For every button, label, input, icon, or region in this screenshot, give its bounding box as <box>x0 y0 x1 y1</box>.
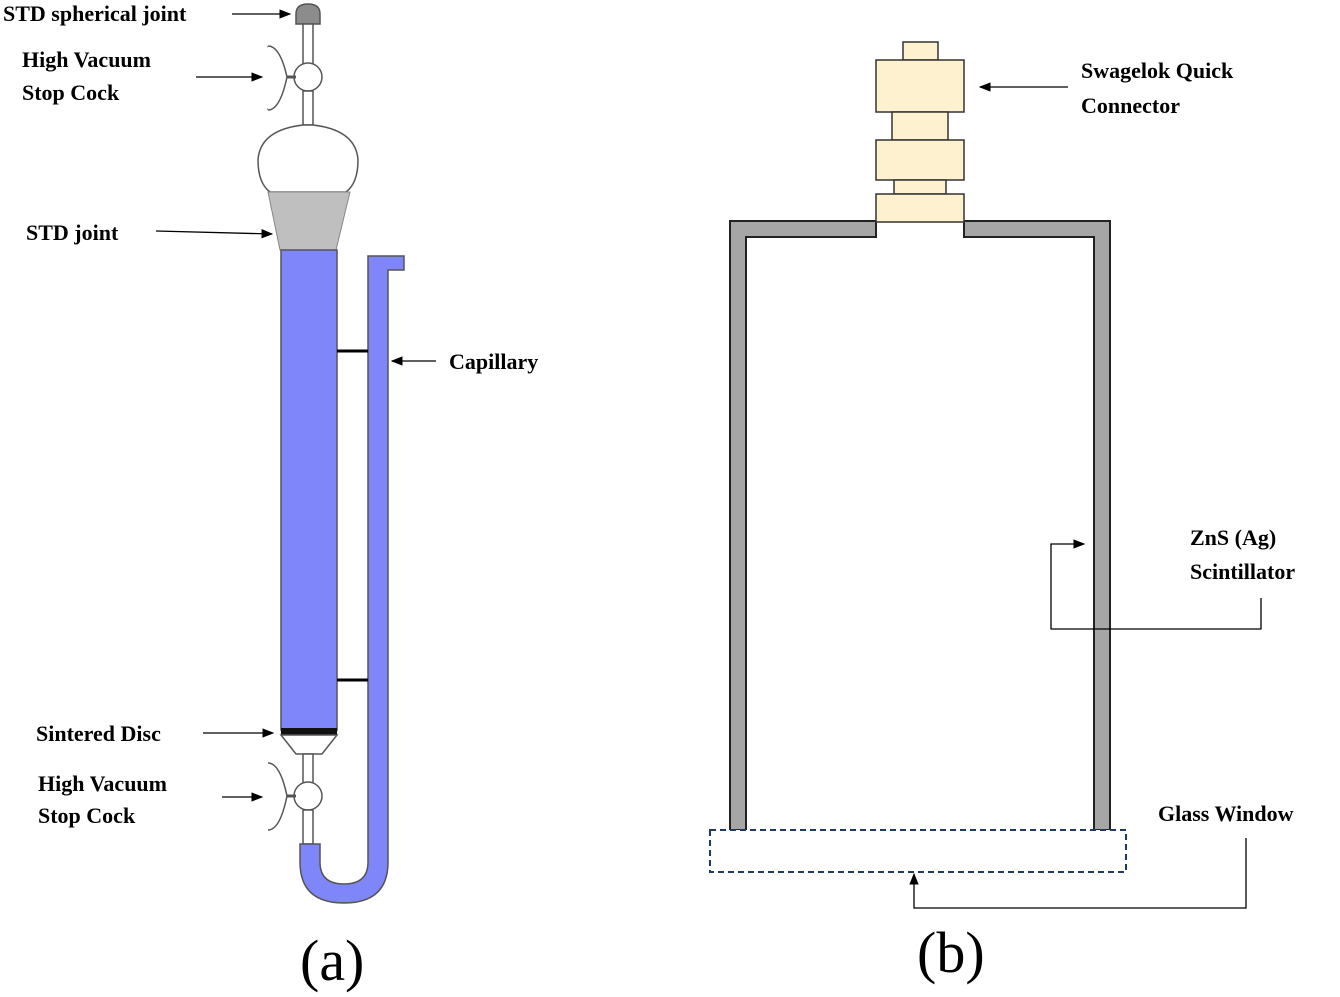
arrow-scintillator <box>1050 539 1262 630</box>
label-std-joint: STD joint <box>26 220 119 245</box>
sintered-disc <box>281 728 337 735</box>
column-funnel <box>279 734 339 755</box>
label-stopcock-top-line1: High Vacuum <box>22 47 151 72</box>
label-connector-line2: Connector <box>1081 93 1180 118</box>
swagelok-connector <box>875 41 965 223</box>
chamber-wall-left <box>729 220 877 831</box>
label-scintillator-line2: Scintillator <box>1190 559 1295 584</box>
bottom-tube-upper <box>302 753 314 785</box>
label-capillary: Capillary <box>449 349 538 374</box>
label-connector-line1: Swagelok Quick <box>1081 58 1234 83</box>
bulb <box>257 124 359 193</box>
capillary-tube <box>299 255 405 904</box>
label-std-spherical-joint: STD spherical joint <box>3 1 187 26</box>
panel-b: Swagelok Quick Connector ZnS (Ag) Scinti… <box>709 41 1295 985</box>
top-tube <box>302 23 314 67</box>
main-column <box>280 249 338 731</box>
spherical-joint <box>295 3 321 25</box>
label-stopcock-bottom-line1: High Vacuum <box>38 771 167 796</box>
label-glass-window: Glass Window <box>1158 801 1294 826</box>
caption-a: (a) <box>300 928 364 993</box>
label-sintered-disc: Sintered Disc <box>36 721 161 746</box>
caption-b: (b) <box>917 920 985 985</box>
bottom-stopcock-barrel <box>293 781 323 811</box>
arrow-glass-window <box>909 838 1247 909</box>
top-stopcock-knob <box>267 45 296 111</box>
glass-window <box>709 829 1127 873</box>
label-stopcock-top-line2: Stop Cock <box>22 80 120 105</box>
bottom-stopcock-knob <box>267 762 296 831</box>
panel-a: STD spherical joint High Vacuum Stop Coc… <box>3 1 538 993</box>
bottom-tube-lower <box>302 809 314 845</box>
upper-neck <box>302 90 314 126</box>
chamber-wall-right <box>963 220 1111 831</box>
label-stopcock-bottom-line2: Stop Cock <box>38 803 136 828</box>
top-stopcock-barrel <box>293 62 323 92</box>
arrow-std-joint <box>155 229 274 239</box>
std-joint <box>267 191 351 251</box>
label-scintillator-line1: ZnS (Ag) <box>1190 525 1276 550</box>
